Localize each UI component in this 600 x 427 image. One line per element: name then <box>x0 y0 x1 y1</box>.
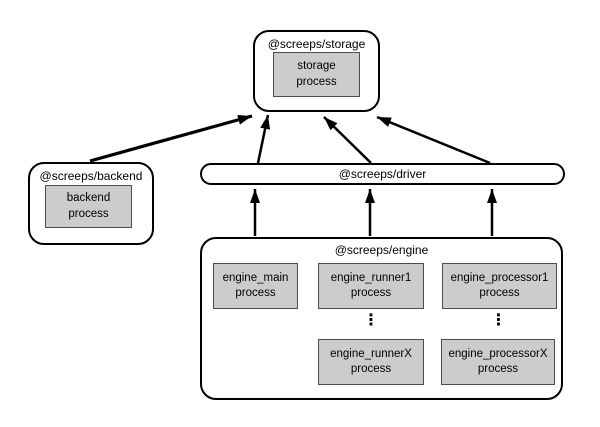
engine-main-process-name: engine_main <box>222 271 289 284</box>
engine-main-process-type: process <box>235 287 276 299</box>
arrow-backend-to-storage <box>89 114 253 163</box>
engine-processorx-process-type: process <box>477 363 519 375</box>
storage-package-label: @screeps/storage <box>267 37 366 51</box>
storage-process-box: storage process <box>273 52 360 97</box>
engine-runnerx-process-box: engine_runnerX process <box>318 339 424 385</box>
driver-package-label: @screeps/driver <box>338 167 427 181</box>
driver-package-box: @screeps/driver <box>200 163 565 185</box>
engine-runnerx-process-name: engine_runnerX <box>330 347 412 360</box>
engine-package-label: @screeps/engine <box>334 243 429 257</box>
engine-processorx-process-name: engine_processorX <box>448 347 548 360</box>
engine-main-process-box: engine_main process <box>213 263 298 309</box>
backend-package-box: @screeps/backend backend process <box>28 162 154 245</box>
backend-process-name: backend <box>66 192 111 205</box>
engine-runner1-process-name: engine_runner1 <box>330 271 412 284</box>
engine-processorx-process-box: engine_processorX process <box>441 339 555 385</box>
engine-runner1-process-type: process <box>350 287 392 299</box>
engine-package-box: @screeps/engine engine_main process engi… <box>200 237 563 400</box>
engine-processor1-process-type: process <box>479 287 520 299</box>
storage-process-name: storage <box>297 60 336 73</box>
arrow-driver-mid-to-storage <box>323 116 372 164</box>
engine-runner1-process-box: engine_runner1 process <box>318 263 424 309</box>
storage-package-box: @screeps/storage storage process <box>253 30 380 112</box>
processor-ellipsis: ⋮ <box>490 312 507 329</box>
runner-ellipsis: ⋮ <box>363 312 379 329</box>
arrow-driver-right-to-storage <box>376 115 491 165</box>
backend-process-box: backend process <box>45 185 132 228</box>
backend-package-label: @screeps/backend <box>39 169 143 183</box>
engine-processor1-process-name: engine_processor1 <box>450 271 549 284</box>
arrow-driver-left-to-storage <box>256 114 271 164</box>
engine-runnerx-process-type: process <box>350 363 392 375</box>
engine-processor1-process-box: engine_processor1 process <box>442 263 557 309</box>
backend-process-type: process <box>68 207 109 220</box>
storage-process-type: process <box>296 75 337 88</box>
